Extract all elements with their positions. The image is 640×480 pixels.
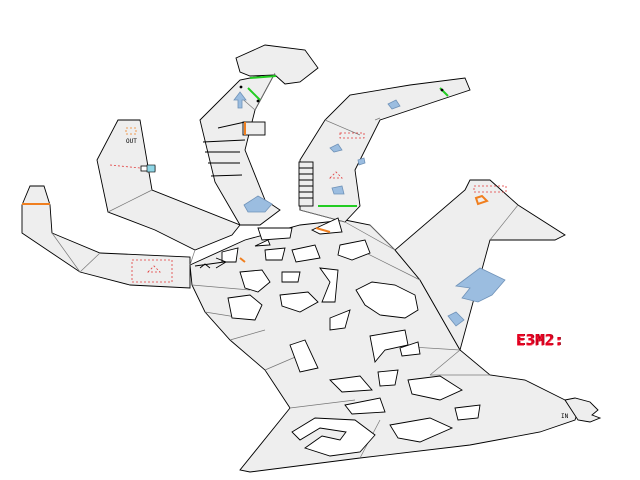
pillar <box>329 375 373 393</box>
water-pool <box>447 311 465 327</box>
pillar <box>377 369 399 387</box>
steps-upper <box>202 121 266 177</box>
pillar <box>319 267 339 303</box>
right-upper-arm <box>299 77 471 223</box>
pillar <box>389 417 454 443</box>
exit-arm <box>96 119 241 251</box>
top-blob-room <box>235 44 319 85</box>
green-door <box>249 75 277 79</box>
pillar <box>279 291 319 313</box>
green-door <box>247 87 261 101</box>
pillar <box>329 309 351 331</box>
pillars <box>221 217 481 457</box>
water-pool <box>357 157 366 166</box>
entrance-marker-icon: IN <box>561 413 569 420</box>
orange-door <box>239 257 246 263</box>
secret-marks <box>109 127 507 283</box>
pillar <box>257 227 293 241</box>
thing-dot <box>239 85 243 89</box>
pillar <box>264 247 286 261</box>
pillar <box>239 269 271 293</box>
water-pool <box>243 195 273 213</box>
pillar <box>281 271 301 283</box>
exit-marker-icon: OUT <box>126 138 137 145</box>
pillar <box>355 281 419 319</box>
left-arm <box>21 185 191 289</box>
pillar <box>369 329 409 364</box>
pillar <box>291 417 376 457</box>
thing-dot <box>440 88 444 92</box>
pillar <box>344 397 386 415</box>
pillar <box>221 247 239 263</box>
pillar <box>454 404 481 421</box>
level-name-tag: E3M2: <box>516 331 564 349</box>
teleport-pad <box>146 164 156 173</box>
pillar <box>291 244 321 263</box>
arrow-up-icon <box>233 91 247 109</box>
water-pools <box>243 99 506 327</box>
water-pool <box>331 185 345 195</box>
thing-dot <box>256 99 260 103</box>
water-pool <box>329 143 343 153</box>
entrance-room <box>564 397 602 423</box>
water-pool <box>387 99 401 110</box>
doors <box>22 75 489 263</box>
pillar <box>289 339 319 373</box>
pillar <box>337 239 371 261</box>
water-pool <box>454 267 506 303</box>
pillar <box>407 375 463 401</box>
orange-door <box>474 194 489 206</box>
right-lower-arm <box>394 179 566 352</box>
pillar <box>227 294 263 321</box>
pillar <box>254 239 271 247</box>
orange-door <box>315 227 331 233</box>
arrow-right-icon <box>194 257 228 269</box>
pillar <box>399 341 421 357</box>
stairs <box>298 161 314 207</box>
